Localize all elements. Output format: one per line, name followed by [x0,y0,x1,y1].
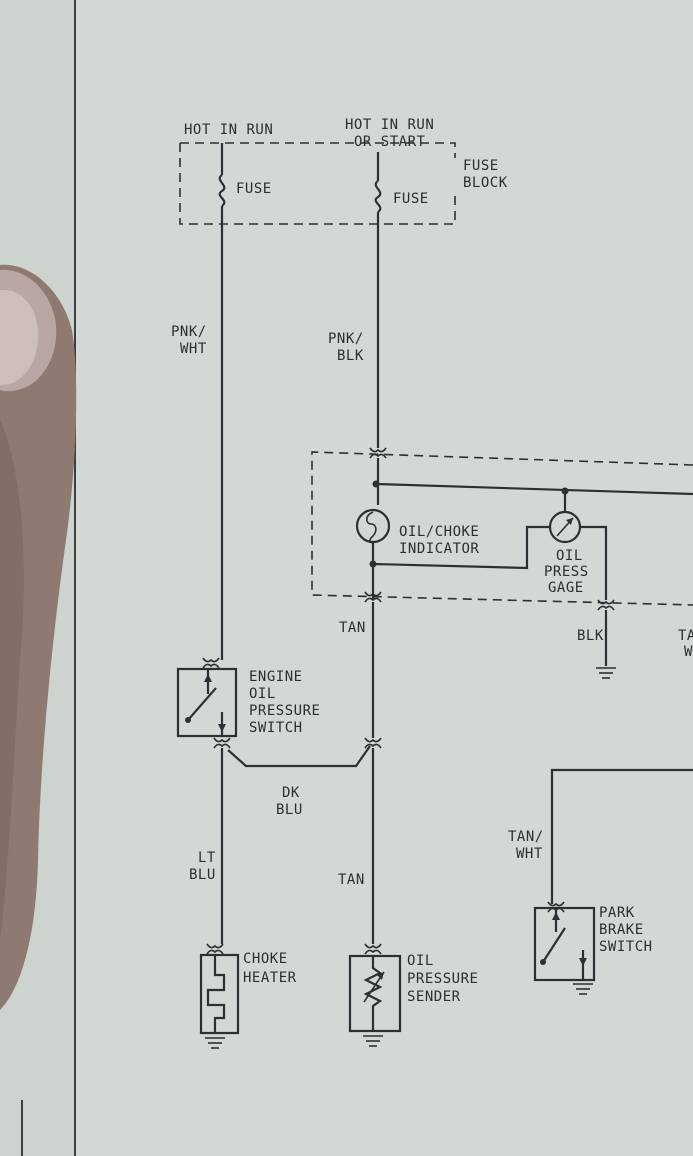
engine-oil-switch-label-4: SWITCH [249,720,303,736]
gage-return-wire [372,525,549,570]
edge-partial-label-2: W [684,644,693,660]
choke-heater-label-2: HEATER [243,970,297,986]
fuse-left-icon [218,174,226,207]
connector-icon [364,943,382,955]
connector-icon [213,737,231,749]
dk-blu-label-1: DK [282,785,300,801]
pnk-wht-label-2: WHT [180,341,207,357]
thumb-image [0,264,77,1011]
oil-pressure-sender-icon [348,954,402,1033]
engine-oil-pressure-switch-icon [176,667,238,738]
ground-icon [205,1037,225,1049]
pnk-blk-label-2: BLK [337,348,364,364]
connector-icon [206,943,224,955]
fuse-right-icon [374,180,382,213]
park-brake-label-3: SWITCH [599,939,653,955]
blk-label: BLK [577,628,604,644]
connector-icon [597,599,615,611]
ground-icon [573,983,593,995]
tan-wht-label-1: TAN/ [508,829,544,845]
dk-blu-label-2: BLU [276,802,303,818]
tan-lower-label: TAN [338,872,365,888]
connector-icon [364,591,382,603]
cluster-bus-wire [375,482,693,496]
tan-wht-label-2: WHT [516,846,543,862]
hot-in-run-or-start-label-1: HOT IN RUN [345,117,434,133]
dk-blu-wire [227,745,371,768]
hot-in-run-or-start-label-2: OR START [354,134,426,150]
ground-icon [363,1035,383,1047]
oil-choke-indicator-label-1: OIL/CHOKE [399,524,479,540]
edge-partial-label-1: TA [678,628,693,644]
ground-icon [596,667,616,679]
engine-oil-switch-label-2: OIL [249,686,276,702]
fuse-block-label-2: BLOCK [463,175,508,191]
oil-press-gage-label-1: OIL [556,548,583,564]
fuse-right-label: FUSE [393,191,429,207]
oil-choke-indicator-label-2: INDICATOR [399,541,479,557]
gage-ground-wire [580,525,608,600]
oil-press-gage-label-2: PRESS [544,564,589,580]
engine-oil-switch-label-3: PRESSURE [249,703,320,719]
park-brake-label-1: PARK [599,905,635,921]
oil-sender-label-1: OIL [407,953,434,969]
connector-icon [202,657,220,669]
oil-sender-label-3: SENDER [407,989,461,1005]
fuse-left-label: FUSE [236,181,272,197]
pnk-blk-label-1: PNK/ [328,331,364,347]
instrument-cluster-outline [311,451,693,606]
lt-blu-label-2: BLU [189,867,216,883]
fuse-block [179,142,456,225]
oil-press-gage-label-3: GAGE [548,580,584,596]
connector-icon [369,447,387,459]
choke-heater-icon [199,953,240,1035]
tan-upper-label: TAN [339,620,366,636]
fuse-block-label-1: FUSE [463,158,499,174]
park-brake-switch-icon [533,906,596,982]
lt-blu-label-1: LT [198,850,216,866]
engine-oil-switch-label-1: ENGINE [249,669,303,685]
connector-icon [364,737,382,749]
oil-sender-label-2: PRESSURE [407,971,478,987]
choke-heater-label-1: CHOKE [243,951,288,967]
hot-in-run-label: HOT IN RUN [184,122,273,138]
tan-wht-wire [550,768,693,904]
park-brake-label-2: BRAKE [599,922,644,938]
page-area [75,0,693,1156]
pnk-wht-label-1: PNK/ [171,324,207,340]
